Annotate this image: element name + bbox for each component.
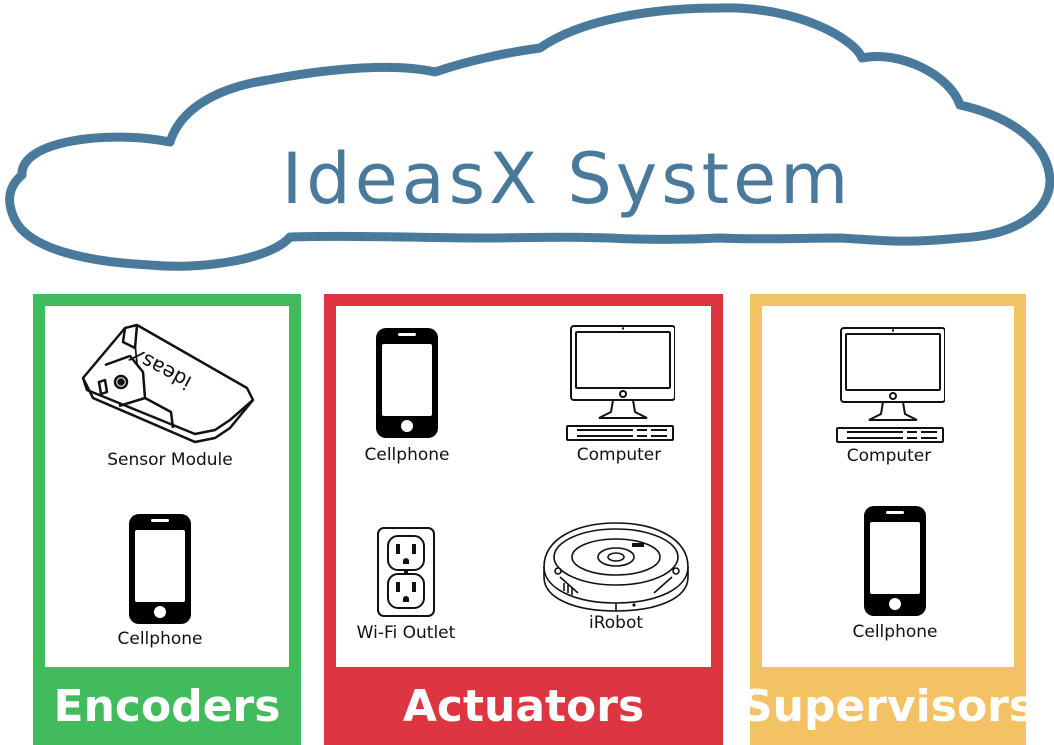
actuators-cellphone-device: Cellphone bbox=[347, 326, 467, 465]
actuators-cellphone-label: Cellphone bbox=[347, 445, 467, 465]
computer-icon bbox=[833, 326, 945, 446]
irobot-device: iRobot bbox=[536, 517, 696, 633]
wifi-outlet-label: Wi-Fi Outlet bbox=[341, 623, 471, 643]
actuators-group: Actuators Cellphone Computer bbox=[324, 294, 723, 745]
supervisors-cellphone-device: Cellphone bbox=[830, 504, 960, 642]
cellphone-icon bbox=[374, 326, 440, 440]
wifi-outlet-device: Wi-Fi Outlet bbox=[341, 526, 471, 643]
irobot-label: iRobot bbox=[536, 613, 696, 633]
robot-vacuum-icon bbox=[538, 517, 694, 613]
supervisors-group: Supervisors Computer Cellphone bbox=[750, 294, 1026, 745]
encoders-cellphone-label: Cellphone bbox=[97, 629, 223, 649]
actuators-computer-label: Computer bbox=[554, 445, 684, 465]
supervisors-title: Supervisors bbox=[750, 667, 1026, 745]
cellphone-icon bbox=[127, 512, 193, 626]
sensor-module-label: Sensor Module bbox=[75, 450, 265, 470]
power-outlet-icon bbox=[376, 526, 436, 618]
actuators-title: Actuators bbox=[324, 667, 723, 745]
actuators-computer-device: Computer bbox=[554, 324, 684, 465]
sensor-module-icon: ideasX bbox=[75, 320, 265, 446]
encoders-title: Encoders bbox=[33, 667, 301, 745]
computer-icon bbox=[563, 324, 675, 444]
encoders-group: Encoders ideasX Sensor Module Cellp bbox=[33, 294, 301, 745]
supervisors-computer-label: Computer bbox=[823, 446, 955, 466]
supervisors-computer-device: Computer bbox=[823, 326, 955, 466]
sensor-module-device: ideasX Sensor Module bbox=[75, 320, 265, 470]
cloud-title: IdeasX System bbox=[0, 138, 1054, 220]
supervisors-cellphone-label: Cellphone bbox=[830, 622, 960, 642]
encoders-cellphone-device: Cellphone bbox=[97, 512, 223, 649]
cellphone-icon bbox=[862, 504, 928, 618]
